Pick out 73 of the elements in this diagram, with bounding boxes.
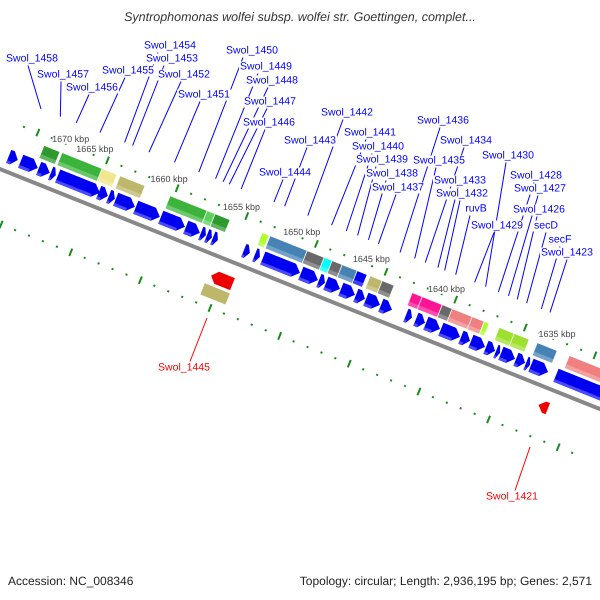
leader-line (28, 65, 42, 110)
gene-label: secF (548, 234, 572, 246)
gene-label: Swol_1430 (481, 150, 535, 162)
gene-label: Swol_1432 (435, 188, 489, 200)
gene-label: Swol_1445 (157, 362, 211, 374)
leader-line (76, 94, 90, 124)
leader-line (307, 119, 344, 216)
scale-label: 1650 kbp (283, 226, 320, 237)
gene-label: Swol_1427 (513, 184, 567, 194)
gene-label: Swol_1436 (416, 116, 470, 126)
footer-text: Topology: circular; Length: 2,936,195 bp; Genes: 2,571 (300, 574, 592, 588)
footer-text: Accession: NC_008346 (8, 574, 134, 588)
scale-label: 1660 kbp (150, 174, 188, 184)
gene-label: Swol_1444 (258, 168, 312, 178)
gene-label: Swol_1450 (225, 46, 279, 56)
gene-label: Swol_1453 (145, 54, 199, 64)
leader-line (514, 446, 530, 491)
gene-label: Swol_1443 (283, 136, 337, 146)
gene-label: Swol_1433 (433, 176, 487, 186)
gene-label: Swol_1446 (242, 118, 296, 128)
scale-label: 1635 kbp (538, 328, 576, 339)
leader-line (132, 65, 164, 146)
gene-label: Swol_1457 (36, 70, 90, 80)
leader-line (240, 129, 266, 190)
gene-label: Swol_1437 (371, 182, 425, 194)
scale-label: 1670 kbp (52, 134, 90, 144)
leader-line (99, 77, 126, 134)
leader-line (526, 232, 546, 304)
gene-label: Swol_1452 (157, 70, 211, 80)
leader-line (174, 101, 200, 163)
title: Syntrophomonas wolfei subsp. wolfei str. Goettingen, complet... (123, 10, 477, 24)
scale-label: 1665 kbp (76, 144, 114, 154)
leader-line (378, 194, 396, 244)
leader-line (228, 108, 268, 185)
scale-label: 1645 kbp (352, 254, 390, 264)
gene-label: Swol_1449 (239, 62, 293, 72)
gene-label: Swol_1423 (540, 248, 594, 258)
leader-line (60, 81, 62, 118)
gene-label: Swol_1438 (365, 168, 419, 180)
gene-label: Swol_1440 (351, 142, 405, 152)
gene-label: Swol_1442 (320, 108, 374, 118)
gene-label: Swol_1456 (65, 82, 119, 94)
leader-line (414, 167, 436, 259)
gene-label: Swol_1447 (243, 96, 297, 108)
gene-label: Swol_1434 (439, 136, 493, 146)
leader-line (444, 200, 460, 271)
gene-label: Swol_1448 (245, 76, 299, 86)
leader-line (455, 215, 470, 276)
gene-label: Swol_1421 (485, 492, 539, 502)
leader-line (148, 81, 182, 153)
gene-label: Swol_1439 (355, 154, 409, 166)
gene-label: Swol_1451 (177, 90, 231, 100)
scale-label: 1655 kbp (222, 202, 260, 212)
gene-label: Swol_1454 (143, 40, 197, 52)
gene-label: Swol_1435 (412, 156, 466, 166)
leader-line (357, 166, 376, 236)
scale-label: 1640 kbp (428, 284, 466, 294)
gene-label: Swol_1458 (5, 54, 59, 64)
gene-label: secD (533, 220, 559, 232)
leader-line (550, 259, 568, 313)
leader-line (198, 57, 244, 173)
gene-label: Swol_1455 (101, 66, 155, 76)
leader-line (516, 216, 538, 300)
gene-label: ruvB (464, 204, 488, 214)
gene-label: Swol_1429 (470, 220, 524, 232)
gene-label: Swol_1426 (512, 204, 566, 216)
leader-line (508, 195, 538, 296)
leader-line (474, 232, 494, 283)
leader-line (485, 162, 506, 288)
gene-label: Swol_1428 (509, 170, 563, 182)
leader-line (190, 318, 208, 362)
leader-line (273, 179, 284, 203)
gene-label: Swol_1441 (343, 128, 397, 138)
